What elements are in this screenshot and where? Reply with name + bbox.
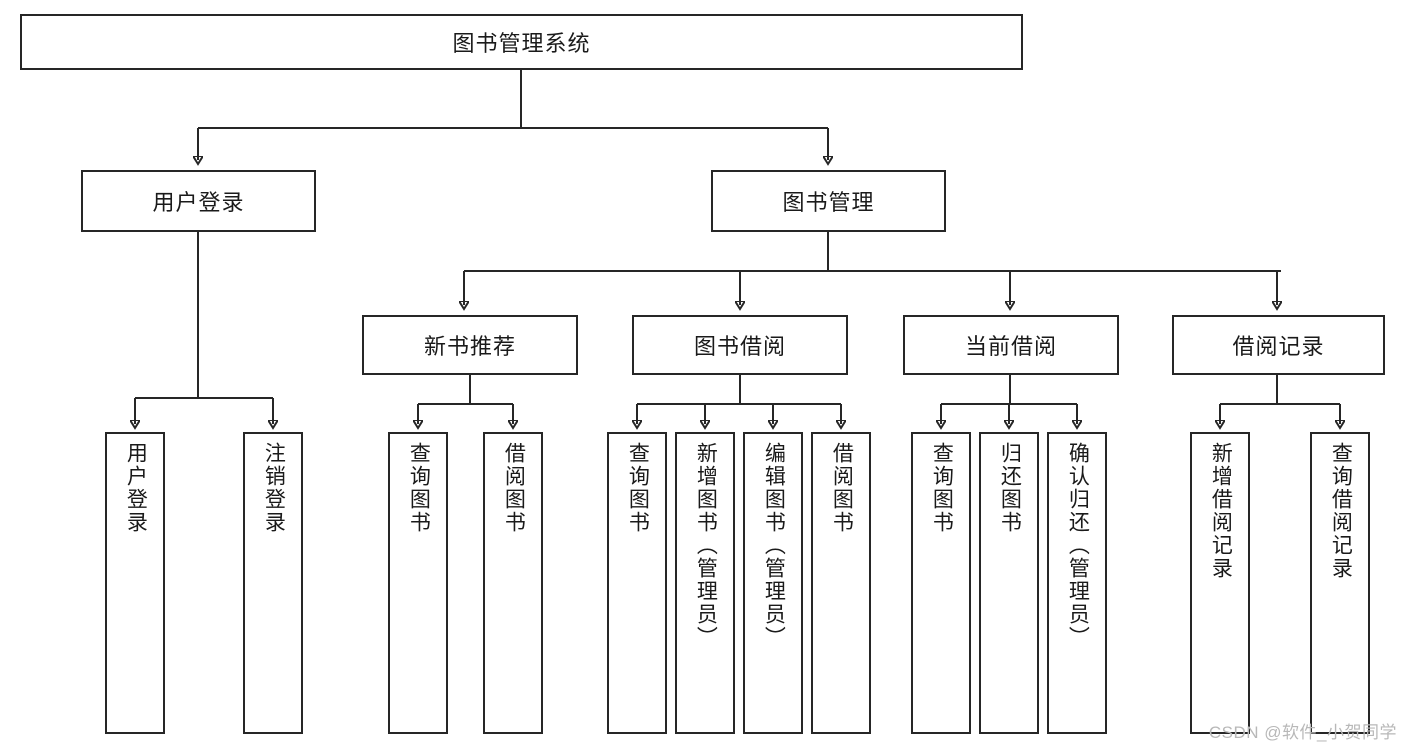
- node-book-management[interactable]: 图书管理: [711, 170, 946, 232]
- node-leaf-query-book-1[interactable]: 查询图书: [388, 432, 448, 734]
- node-leaf-borrow-book-2[interactable]: 借阅图书: [811, 432, 871, 734]
- node-leaf-query-borrow-record-label: 查询借阅记录: [1329, 442, 1353, 580]
- node-current-borrow[interactable]: 当前借阅: [903, 315, 1119, 375]
- node-root-label: 图书管理系统: [452, 31, 591, 56]
- node-leaf-query-book-2[interactable]: 查询图书: [607, 432, 667, 734]
- watermark-text: CSDN @软件_小贺同学: [1208, 723, 1397, 742]
- node-leaf-return-book[interactable]: 归还图书: [979, 432, 1039, 734]
- node-leaf-logout-login-label: 注销登录: [262, 442, 286, 534]
- node-leaf-edit-book-admin-label: 编辑图书（管理员）: [762, 442, 786, 649]
- node-leaf-return-book-label: 归还图书: [998, 442, 1022, 534]
- node-leaf-user-login[interactable]: 用户登录: [105, 432, 165, 734]
- node-leaf-logout-login[interactable]: 注销登录: [243, 432, 303, 734]
- node-leaf-borrow-book-2-label: 借阅图书: [830, 442, 854, 534]
- node-user-login[interactable]: 用户登录: [81, 170, 316, 232]
- node-book-borrow-label: 图书借阅: [693, 334, 786, 359]
- node-book-borrow[interactable]: 图书借阅: [632, 315, 848, 375]
- node-leaf-query-book-3-label: 查询图书: [930, 442, 954, 534]
- node-leaf-query-borrow-record[interactable]: 查询借阅记录: [1310, 432, 1370, 734]
- node-leaf-add-book-admin[interactable]: 新增图书（管理员）: [675, 432, 735, 734]
- node-leaf-add-borrow-record-label: 新增借阅记录: [1209, 442, 1233, 580]
- node-leaf-edit-book-admin[interactable]: 编辑图书（管理员）: [743, 432, 803, 734]
- node-current-borrow-label: 当前借阅: [964, 334, 1057, 359]
- node-leaf-confirm-return-admin-label: 确认归还（管理员）: [1066, 442, 1090, 649]
- node-borrow-record[interactable]: 借阅记录: [1172, 315, 1385, 375]
- node-new-book-recommend[interactable]: 新书推荐: [362, 315, 578, 375]
- node-leaf-add-book-admin-label: 新增图书（管理员）: [694, 442, 718, 649]
- node-root[interactable]: 图书管理系统: [20, 14, 1023, 70]
- node-leaf-borrow-book-1-label: 借阅图书: [502, 442, 526, 534]
- node-leaf-query-book-1-label: 查询图书: [407, 442, 431, 534]
- node-leaf-confirm-return-admin[interactable]: 确认归还（管理员）: [1047, 432, 1107, 734]
- node-leaf-add-borrow-record[interactable]: 新增借阅记录: [1190, 432, 1250, 734]
- node-leaf-query-book-3[interactable]: 查询图书: [911, 432, 971, 734]
- node-leaf-query-book-2-label: 查询图书: [626, 442, 650, 534]
- node-leaf-user-login-label: 用户登录: [124, 442, 148, 534]
- node-borrow-record-label: 借阅记录: [1232, 334, 1325, 359]
- node-leaf-borrow-book-1[interactable]: 借阅图书: [483, 432, 543, 734]
- node-user-login-label: 用户登录: [152, 190, 245, 215]
- node-book-management-label: 图书管理: [782, 190, 875, 215]
- node-new-book-recommend-label: 新书推荐: [423, 334, 516, 359]
